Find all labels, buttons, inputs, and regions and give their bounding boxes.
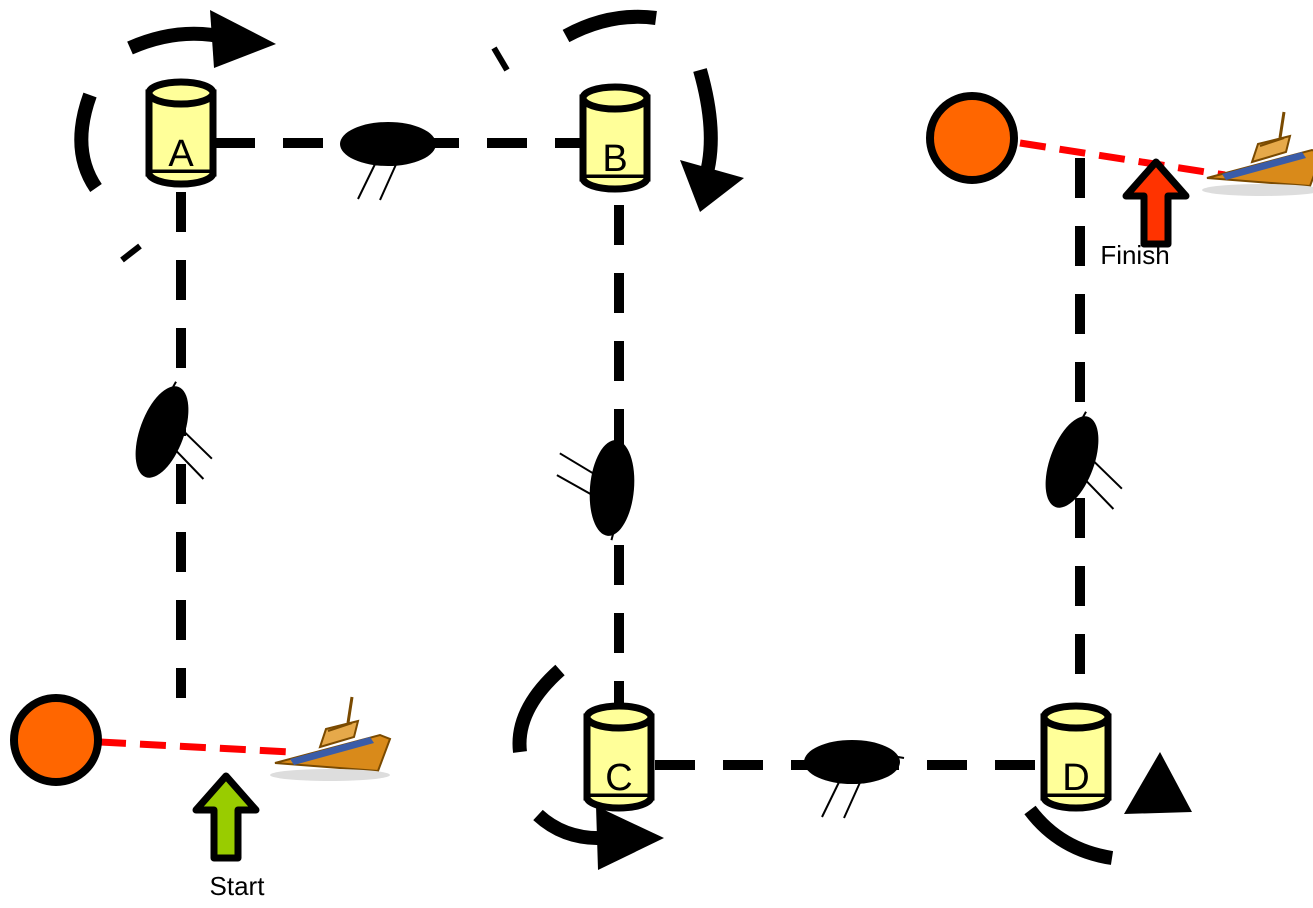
mark-label-c: C xyxy=(605,757,632,799)
orange-buoy-icon xyxy=(926,92,1018,184)
rounding-tick-b-1 xyxy=(491,46,510,72)
arrowhead-d-icon xyxy=(1124,752,1192,814)
finish-line xyxy=(1019,139,1226,179)
mark-a: A xyxy=(145,78,217,188)
rounding-arrows xyxy=(74,9,1114,865)
water-beetle-icon xyxy=(803,739,905,819)
orange-buoy-icon xyxy=(10,694,102,786)
rounding-arc-a-left xyxy=(74,92,102,192)
mark-b: B xyxy=(579,83,651,193)
rounding-arc-c-bottom xyxy=(533,809,606,846)
arrowhead-c-icon xyxy=(596,806,664,870)
water-beetle-icon xyxy=(550,434,640,543)
arrowhead-a-icon xyxy=(210,10,276,68)
mark-label-b: B xyxy=(602,138,627,180)
committee-boat-icon xyxy=(1200,110,1313,198)
rounding-arrowheads xyxy=(210,10,1192,870)
mark-c: C xyxy=(583,702,655,812)
mark-label-a: A xyxy=(168,133,194,175)
committee-boat-icon xyxy=(268,695,392,783)
rounding-arc-b-top xyxy=(562,9,657,43)
water-beetle-icon xyxy=(339,121,441,201)
finish-arrow-icon xyxy=(1122,158,1190,248)
start-finish-lines xyxy=(99,139,1226,756)
rounding-arc-c-left xyxy=(512,664,565,753)
mark-d: D xyxy=(1040,702,1112,812)
rounding-arc-d-bottom xyxy=(1024,805,1114,865)
start-label: Start xyxy=(210,871,266,901)
course-lines xyxy=(176,138,1085,770)
start-line xyxy=(99,738,291,756)
rounding-tick-a-1 xyxy=(120,243,142,263)
water-beetle-icon xyxy=(1033,404,1144,528)
finish-label: Finish xyxy=(1100,240,1169,270)
start-arrow-icon xyxy=(192,772,260,862)
mark-label-d: D xyxy=(1062,757,1089,799)
arrowhead-b-icon xyxy=(680,160,744,212)
